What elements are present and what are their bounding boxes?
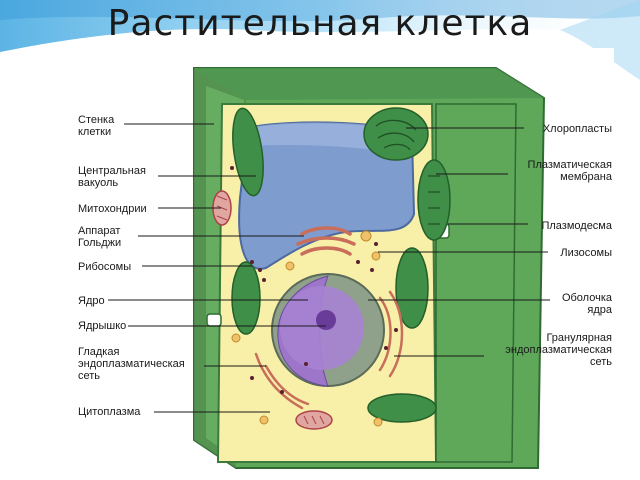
label-lysosomes: Лизосомы	[560, 247, 612, 259]
label-cell-wall: Стенка клетки	[78, 114, 115, 138]
label-nuclear-envelope: Оболочка ядра	[561, 292, 612, 316]
label-rough-er: Гранулярная эндоплазматическая сеть	[505, 332, 612, 368]
label-smooth-er: Гладкая эндоплазматическая сеть	[78, 346, 185, 382]
label-chloroplasts: Хлоропласты	[542, 123, 612, 135]
label-lines	[108, 123, 550, 413]
golgi-apparatus-shape	[296, 226, 356, 256]
mitochondrion-shapes	[212, 190, 333, 430]
plant-cell-diagram	[108, 67, 550, 469]
label-nucleolus: Ядрышко	[78, 320, 127, 332]
label-cytoplasm: Цитоплазма	[78, 406, 141, 418]
chloroplast-shapes	[231, 107, 451, 423]
nucleus-shape	[271, 273, 385, 387]
label-plasmodesma: Плазмодесма	[541, 220, 612, 232]
label-nucleus: Ядро	[78, 295, 105, 307]
label-ribosomes: Рибосомы	[78, 261, 132, 273]
slide-title: Растительная клетка	[107, 3, 533, 44]
label-golgi: Аппарат Гольджи	[78, 225, 122, 249]
label-mitochondria: Митохондрии	[78, 203, 147, 215]
lysosome-dots	[231, 230, 383, 427]
rough-er-shape	[254, 290, 404, 410]
ribosome-dots	[230, 166, 398, 394]
label-central-vacuole: Центральная вакуоль	[78, 165, 146, 189]
label-plasma-membrane: Плазматическая мембрана	[527, 159, 612, 183]
chloroplast-thylakoids	[375, 119, 440, 225]
